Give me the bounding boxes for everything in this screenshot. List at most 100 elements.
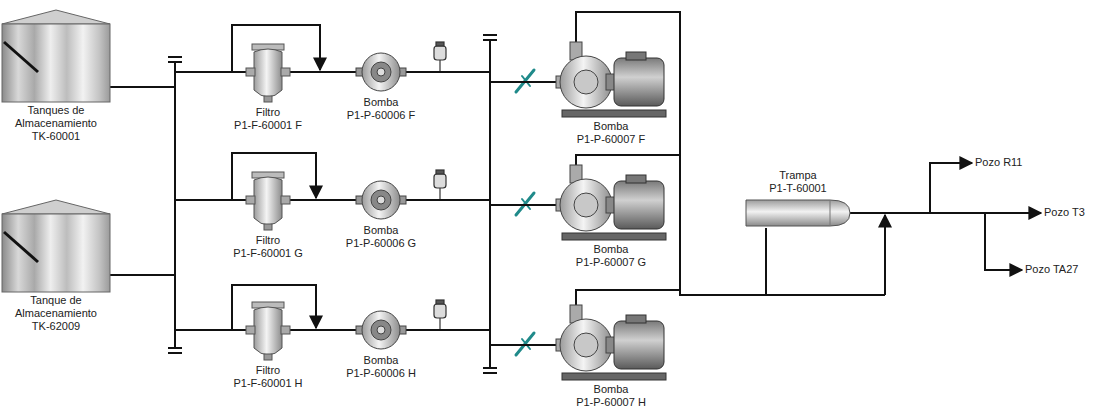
icon-part (377, 326, 385, 334)
injection-pump: BombaP1-P-60007 G (556, 165, 666, 269)
icon-part (264, 354, 272, 360)
equipment-tag: P1-P-60007 G (576, 256, 646, 269)
icon-part (362, 311, 400, 349)
icon-part (626, 175, 646, 183)
booster-pump-icon (356, 50, 406, 94)
pipe-symbol (483, 372, 497, 374)
equipment-tag: P1-F-60001 H (233, 377, 302, 390)
pipe-symbol (436, 300, 444, 304)
pipe-line (406, 72, 556, 345)
icon-part (254, 177, 282, 225)
equipment-name: Bomba (594, 120, 629, 133)
pipe-line (406, 72, 556, 205)
pipe-symbol (168, 61, 182, 63)
pipe-line (110, 275, 246, 330)
icon-part (2, 200, 110, 214)
pig-trap: TrampaP1-T-60001 (746, 169, 850, 228)
equipment-tag: Pozo R11 (975, 156, 1023, 169)
equipment-name: Filtro (256, 234, 280, 247)
pipe-line (110, 200, 246, 275)
icon-part (2, 214, 110, 292)
pipe-symbol (168, 352, 182, 354)
pipe-line (110, 72, 246, 87)
pipe-symbol (439, 60, 440, 72)
equipment-name: Bomba (594, 243, 629, 256)
storage-tank-icon (2, 200, 110, 292)
icon-part (614, 58, 664, 106)
injection-pump-icon (556, 42, 666, 118)
icon-part (254, 49, 282, 97)
equipment-name: Bomba (364, 224, 399, 237)
icon-part (746, 200, 850, 226)
equipment-tag: P1-F-60001 F (234, 119, 302, 132)
equipment-name: Filtro (256, 106, 280, 119)
equipment-name: Tanque de Almacenamiento (4, 294, 108, 320)
equipment-name: Trampa (779, 169, 817, 182)
icon-part (377, 196, 385, 204)
pipe-line (290, 329, 356, 331)
booster-pump: BombaP1-P-60006 H (346, 308, 416, 380)
icon-part (2, 24, 110, 102)
icon-part (614, 321, 664, 369)
pipe-line (406, 82, 556, 330)
icon-part (574, 70, 598, 94)
equipment-name: Bomba (594, 383, 629, 396)
icon-part (264, 224, 272, 230)
pipe-symbol (436, 170, 444, 174)
icon-part (362, 53, 400, 91)
icon-part (281, 326, 290, 334)
icon-part (371, 320, 391, 340)
icon-part (574, 193, 598, 217)
filter-vessel-icon (246, 172, 290, 232)
booster-pump-icon (356, 178, 406, 222)
pipe-line (290, 199, 356, 201)
pipe-line (576, 12, 766, 295)
filter-vessel: FiltroP1-F-60001 H (233, 302, 302, 390)
icon-part (560, 319, 612, 371)
pipe-symbol (436, 42, 444, 46)
pipe-line (850, 163, 972, 213)
pipe-symbol (168, 56, 182, 58)
icon-part (626, 315, 646, 323)
injection-pump: BombaP1-P-60007 F (556, 42, 666, 146)
storage-tank-icon (2, 10, 110, 102)
icon-part (562, 110, 666, 117)
icon-part (246, 326, 255, 334)
equipment-tag: P1-F-60001 G (233, 247, 303, 260)
injection-pump-icon (556, 165, 666, 241)
equipment-tag: TK-62009 (32, 320, 80, 333)
pipe-symbol (483, 39, 497, 41)
pipe-symbol (483, 34, 497, 36)
equipment-tag: P1-T-60001 (769, 182, 826, 195)
filter-vessel-icon (246, 302, 290, 362)
injection-pump: BombaP1-P-60007 H (556, 305, 666, 409)
pipe-symbol (766, 294, 885, 296)
pipe-symbol (434, 46, 446, 60)
pipe-symbol (168, 347, 182, 349)
pipe-symbol (439, 188, 440, 200)
equipment-name: Bomba (364, 96, 399, 109)
icon-part (626, 52, 646, 60)
pipe-line (850, 213, 1022, 270)
icon-part (560, 179, 612, 231)
icon-part (4, 232, 38, 262)
icon-part (264, 96, 272, 102)
pipe-line (406, 330, 556, 345)
icon-part (246, 68, 255, 76)
icon-part (254, 307, 282, 355)
equipment-tag: Pozo T3 (1044, 206, 1085, 219)
icon-part (560, 56, 612, 108)
equipment-tag: P1-P-60006 G (346, 237, 416, 250)
icon-part (574, 333, 598, 357)
icon-part (562, 373, 666, 380)
pig-trap-icon (746, 198, 850, 228)
pipe-line (110, 87, 246, 330)
pipe-line (110, 72, 246, 275)
booster-pump-icon (356, 308, 406, 352)
equipment-tag: P1-P-60006 F (347, 109, 415, 122)
injection-pump-icon (556, 305, 666, 381)
icon-part (377, 68, 385, 76)
well-label: Pozo TA27 (1025, 263, 1078, 276)
filter-vessel: FiltroP1-F-60001 F (234, 44, 302, 132)
filter-vessel-icon (246, 44, 290, 104)
